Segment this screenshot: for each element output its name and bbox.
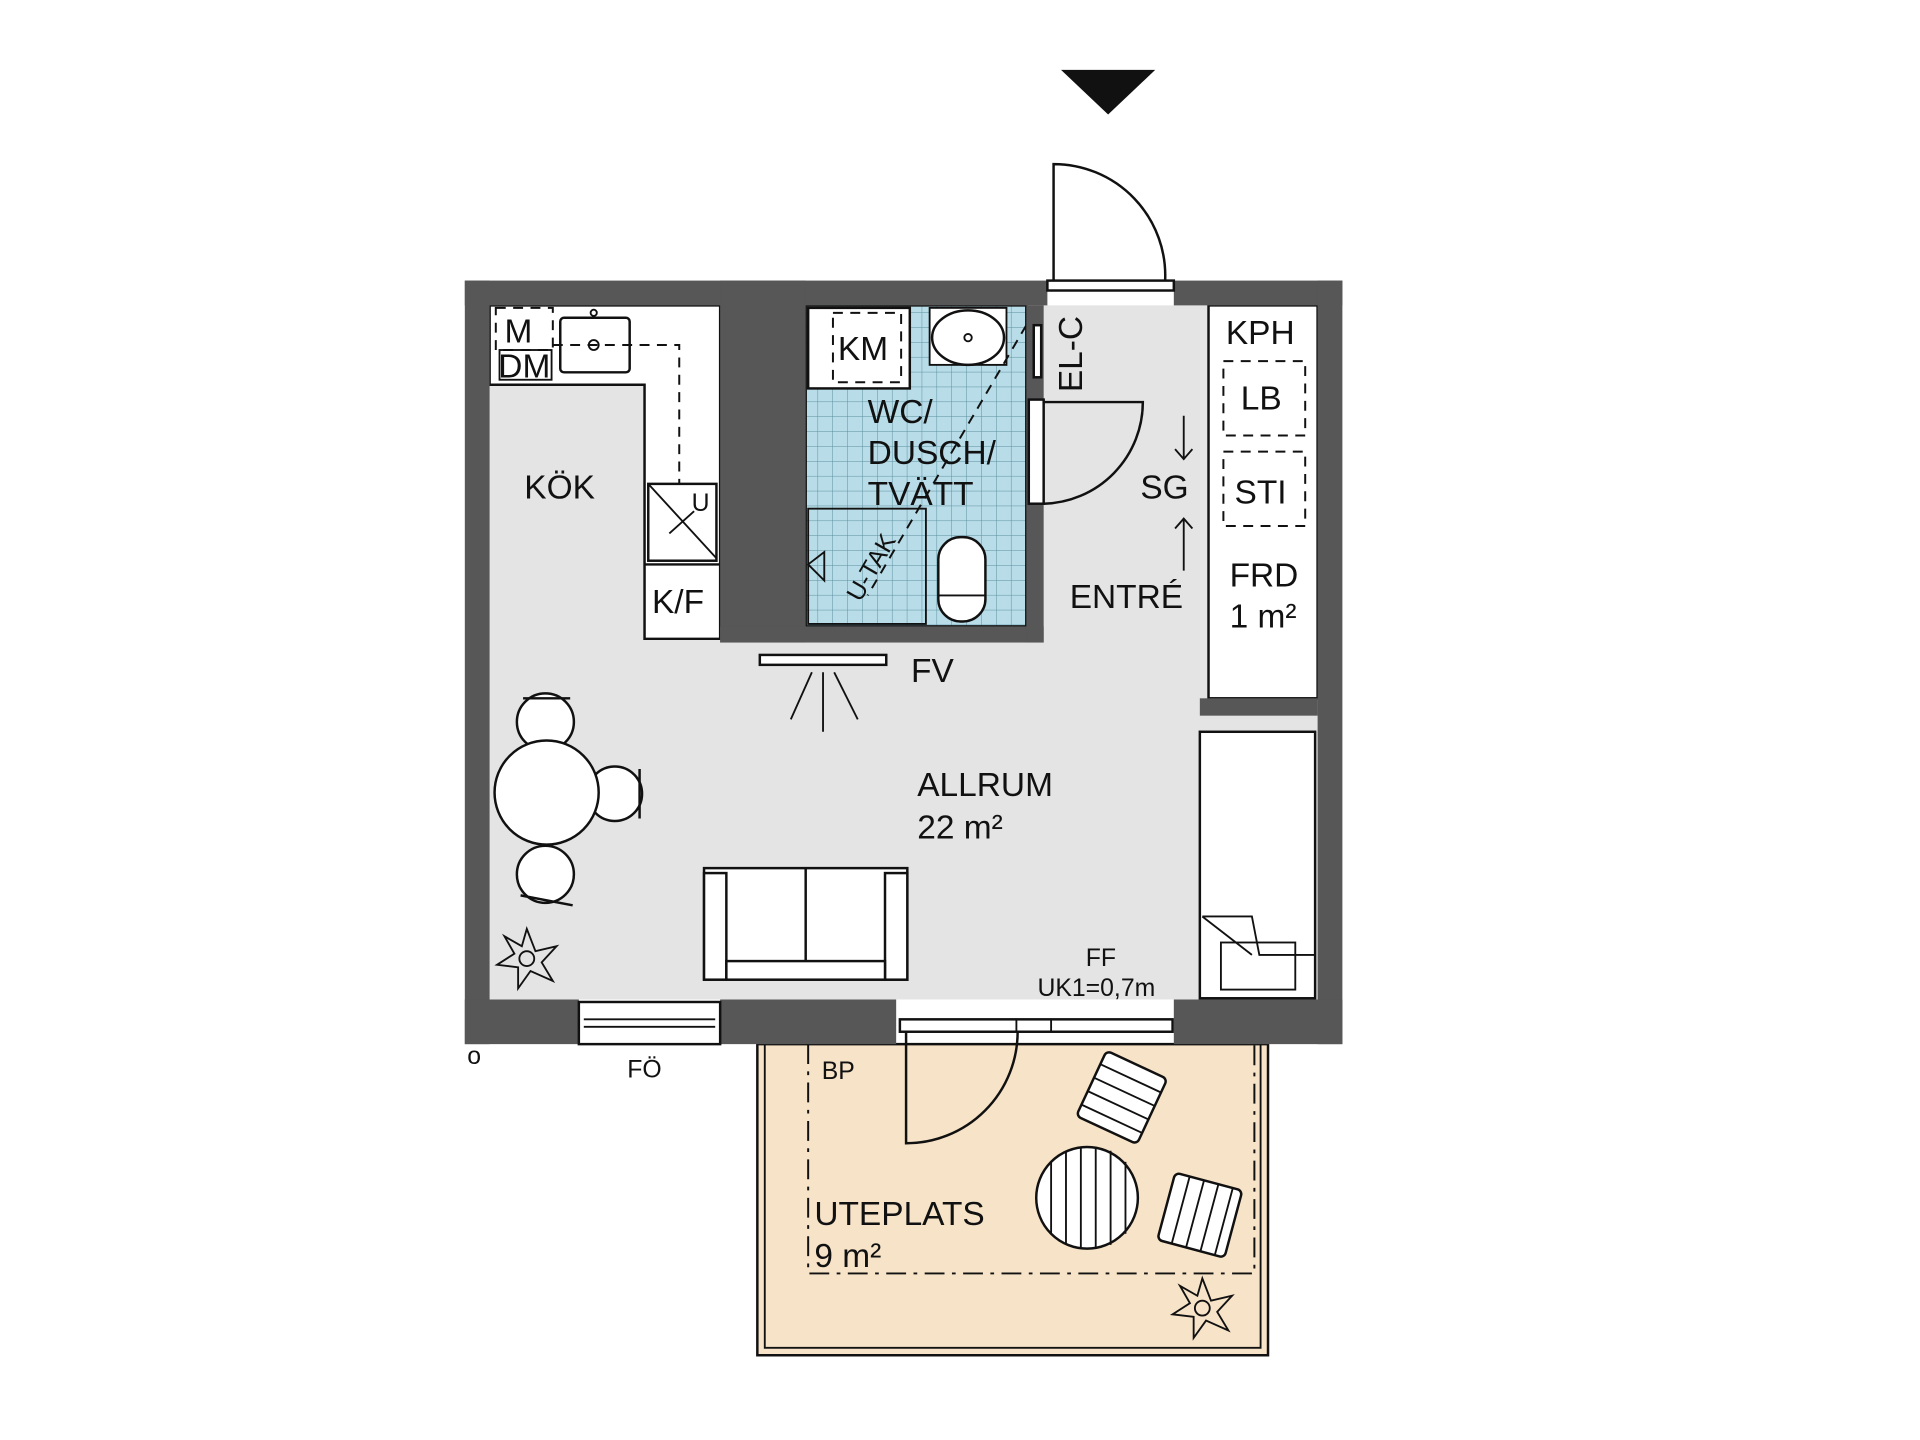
room-label-entry: ENTRÉ — [1070, 579, 1183, 616]
kitchen-counter — [488, 304, 722, 641]
patio-table — [1034, 1145, 1140, 1250]
room-label-bathroom-2: DUSCH/ — [868, 435, 997, 472]
bathroom-door[interactable] — [1027, 398, 1145, 505]
room-area-living: 22 m² — [917, 809, 1003, 846]
room-label-living: ALLRUM — [917, 767, 1053, 804]
label-dishwasher: DM — [498, 348, 550, 385]
room-label-bathroom-3: TVÄTT — [868, 476, 974, 513]
label-closet-sti: STI — [1235, 475, 1287, 512]
label-window-fo: FÖ — [627, 1057, 661, 1084]
patio-chair — [1157, 1172, 1243, 1258]
room-area-patio: 9 m² — [814, 1238, 881, 1275]
sofa — [702, 866, 909, 981]
patio-chair — [1076, 1051, 1167, 1144]
label-washer: KM — [838, 331, 888, 368]
room-label-closet: FRD — [1230, 558, 1299, 595]
walls — [464, 280, 1343, 1046]
label-oven: U — [692, 490, 710, 517]
dining-table — [493, 692, 644, 907]
label-fridge-freezer: K/F — [652, 584, 704, 621]
label-microwave: M — [504, 314, 532, 351]
electric-cabinet — [1032, 323, 1043, 379]
bathroom — [804, 304, 1028, 628]
ventilation — [758, 653, 888, 732]
plant-icon — [1169, 1275, 1235, 1341]
label-coat-rack: KPH — [1226, 315, 1295, 352]
entry-door[interactable] — [1046, 162, 1176, 292]
label-balcony-plate: BP — [822, 1058, 855, 1085]
room-label-bathroom-1: WC/ — [868, 394, 934, 431]
label-outlet: o — [467, 1043, 481, 1070]
plant-icon — [494, 925, 560, 992]
closet — [1207, 304, 1319, 700]
room-area-closet: 1 m² — [1230, 599, 1297, 636]
label-ventilation: FV — [911, 653, 954, 690]
label-electric-cabinet: EL-C — [1053, 316, 1090, 392]
label-shelf: SG — [1140, 470, 1188, 507]
patio-door[interactable] — [904, 1031, 1019, 1145]
label-linen: LB — [1241, 381, 1282, 418]
label-window-sill: UK1=0,7m — [1037, 975, 1155, 1002]
label-window-french: FF — [1086, 945, 1116, 972]
room-label-kitchen: KÖK — [524, 470, 595, 507]
room-label-patio: UTEPLATS — [814, 1196, 984, 1233]
bed — [1198, 730, 1317, 1000]
entrance-arrow-icon — [1061, 69, 1156, 115]
